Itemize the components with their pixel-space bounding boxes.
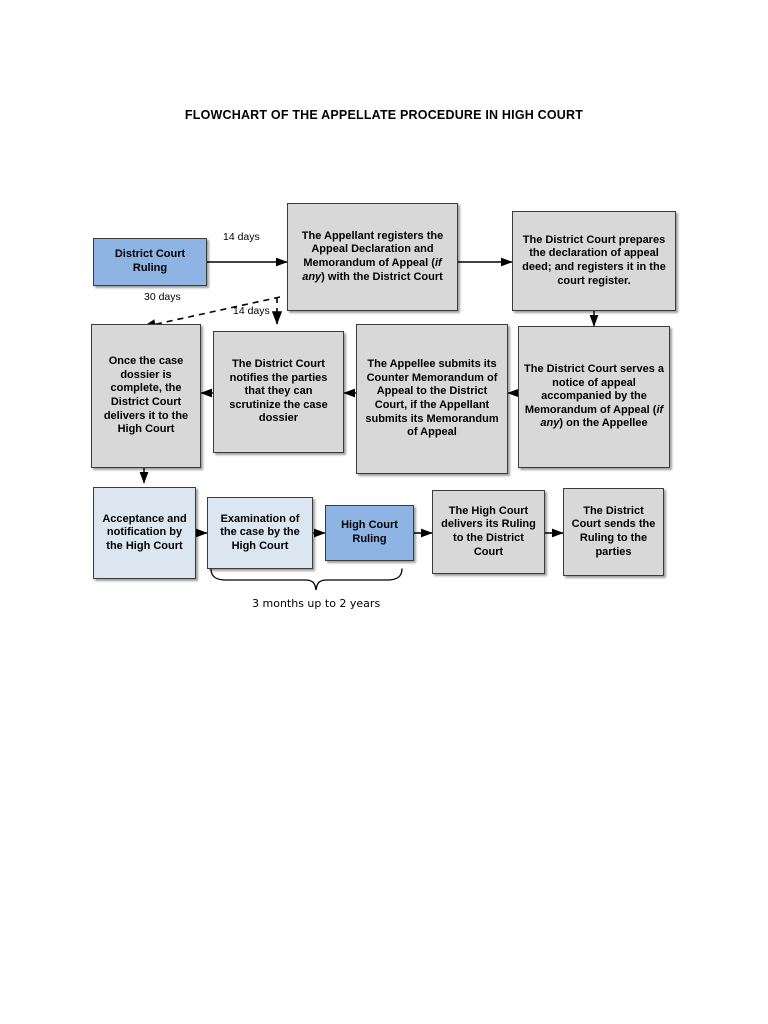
node-label: The Appellee submits its Counter Memoran… (365, 358, 499, 439)
node-dossier-complete-delivery[interactable]: Once the case dossier is complete, the D… (91, 324, 201, 468)
edge-dashed-30-days (142, 296, 281, 330)
edge-label-14-days-mid: 14 days (233, 305, 270, 317)
node-label: High Court Ruling (341, 519, 398, 545)
node-high-court-ruling[interactable]: High Court Ruling (325, 505, 414, 561)
page-title: FLOWCHART OF THE APPELLATE PROCEDURE IN … (184, 108, 584, 122)
node-label: The District Court prepares the declarat… (522, 233, 666, 287)
node-dc-serves-notice[interactable]: The District Court serves a notice of ap… (518, 326, 670, 468)
duration-brace (210, 568, 403, 591)
node-label: The High Court delivers its Ruling to th… (441, 504, 536, 558)
edge-label-30-days: 30 days (144, 291, 181, 303)
node-label: Acceptance and notification by the High … (102, 512, 187, 552)
node-label: Examination of the case by the High Cour… (220, 512, 300, 552)
node-hc-delivers-ruling[interactable]: The High Court delivers its Ruling to th… (432, 490, 545, 574)
node-label: The District Court notifies the parties … (229, 358, 328, 425)
node-label-part-1: The Appellant registers the Appeal Decla… (301, 229, 444, 269)
node-district-court-ruling[interactable]: District Court Ruling (93, 238, 207, 286)
node-label-italic: if any (540, 403, 664, 430)
node-examination-of-case[interactable]: Examination of the case by the High Cour… (207, 497, 313, 569)
node-label: District Court Ruling (114, 248, 186, 274)
node-label: The District Court sends the Ruling to t… (571, 504, 656, 558)
node-label-part-2: ) on the Appellee (559, 417, 648, 430)
edge-label-14-days-top: 14 days (223, 231, 260, 243)
brace-label-duration: 3 months up to 2 years (252, 597, 381, 610)
node-label-italic: if any (302, 257, 442, 283)
node-label: The Appellant registers the Appeal Decla… (292, 230, 453, 284)
node-label: The District Court serves a notice of ap… (523, 363, 665, 431)
node-label-part-1: The District Court serves a notice of ap… (524, 363, 664, 416)
node-acceptance-notification[interactable]: Acceptance and notification by the High … (93, 487, 196, 579)
node-dc-sends-ruling[interactable]: The District Court sends the Ruling to t… (563, 488, 664, 576)
node-label-part-2: ) with the District Court (321, 270, 443, 283)
node-dc-prepares-declaration[interactable]: The District Court prepares the declarat… (512, 211, 676, 311)
node-appellee-counter-memorandum[interactable]: The Appellee submits its Counter Memoran… (356, 324, 508, 474)
node-dc-notifies-parties[interactable]: The District Court notifies the parties … (213, 331, 344, 453)
node-label: Once the case dossier is complete, the D… (103, 355, 189, 436)
node-appellant-registers[interactable]: The Appellant registers the Appeal Decla… (287, 203, 458, 311)
